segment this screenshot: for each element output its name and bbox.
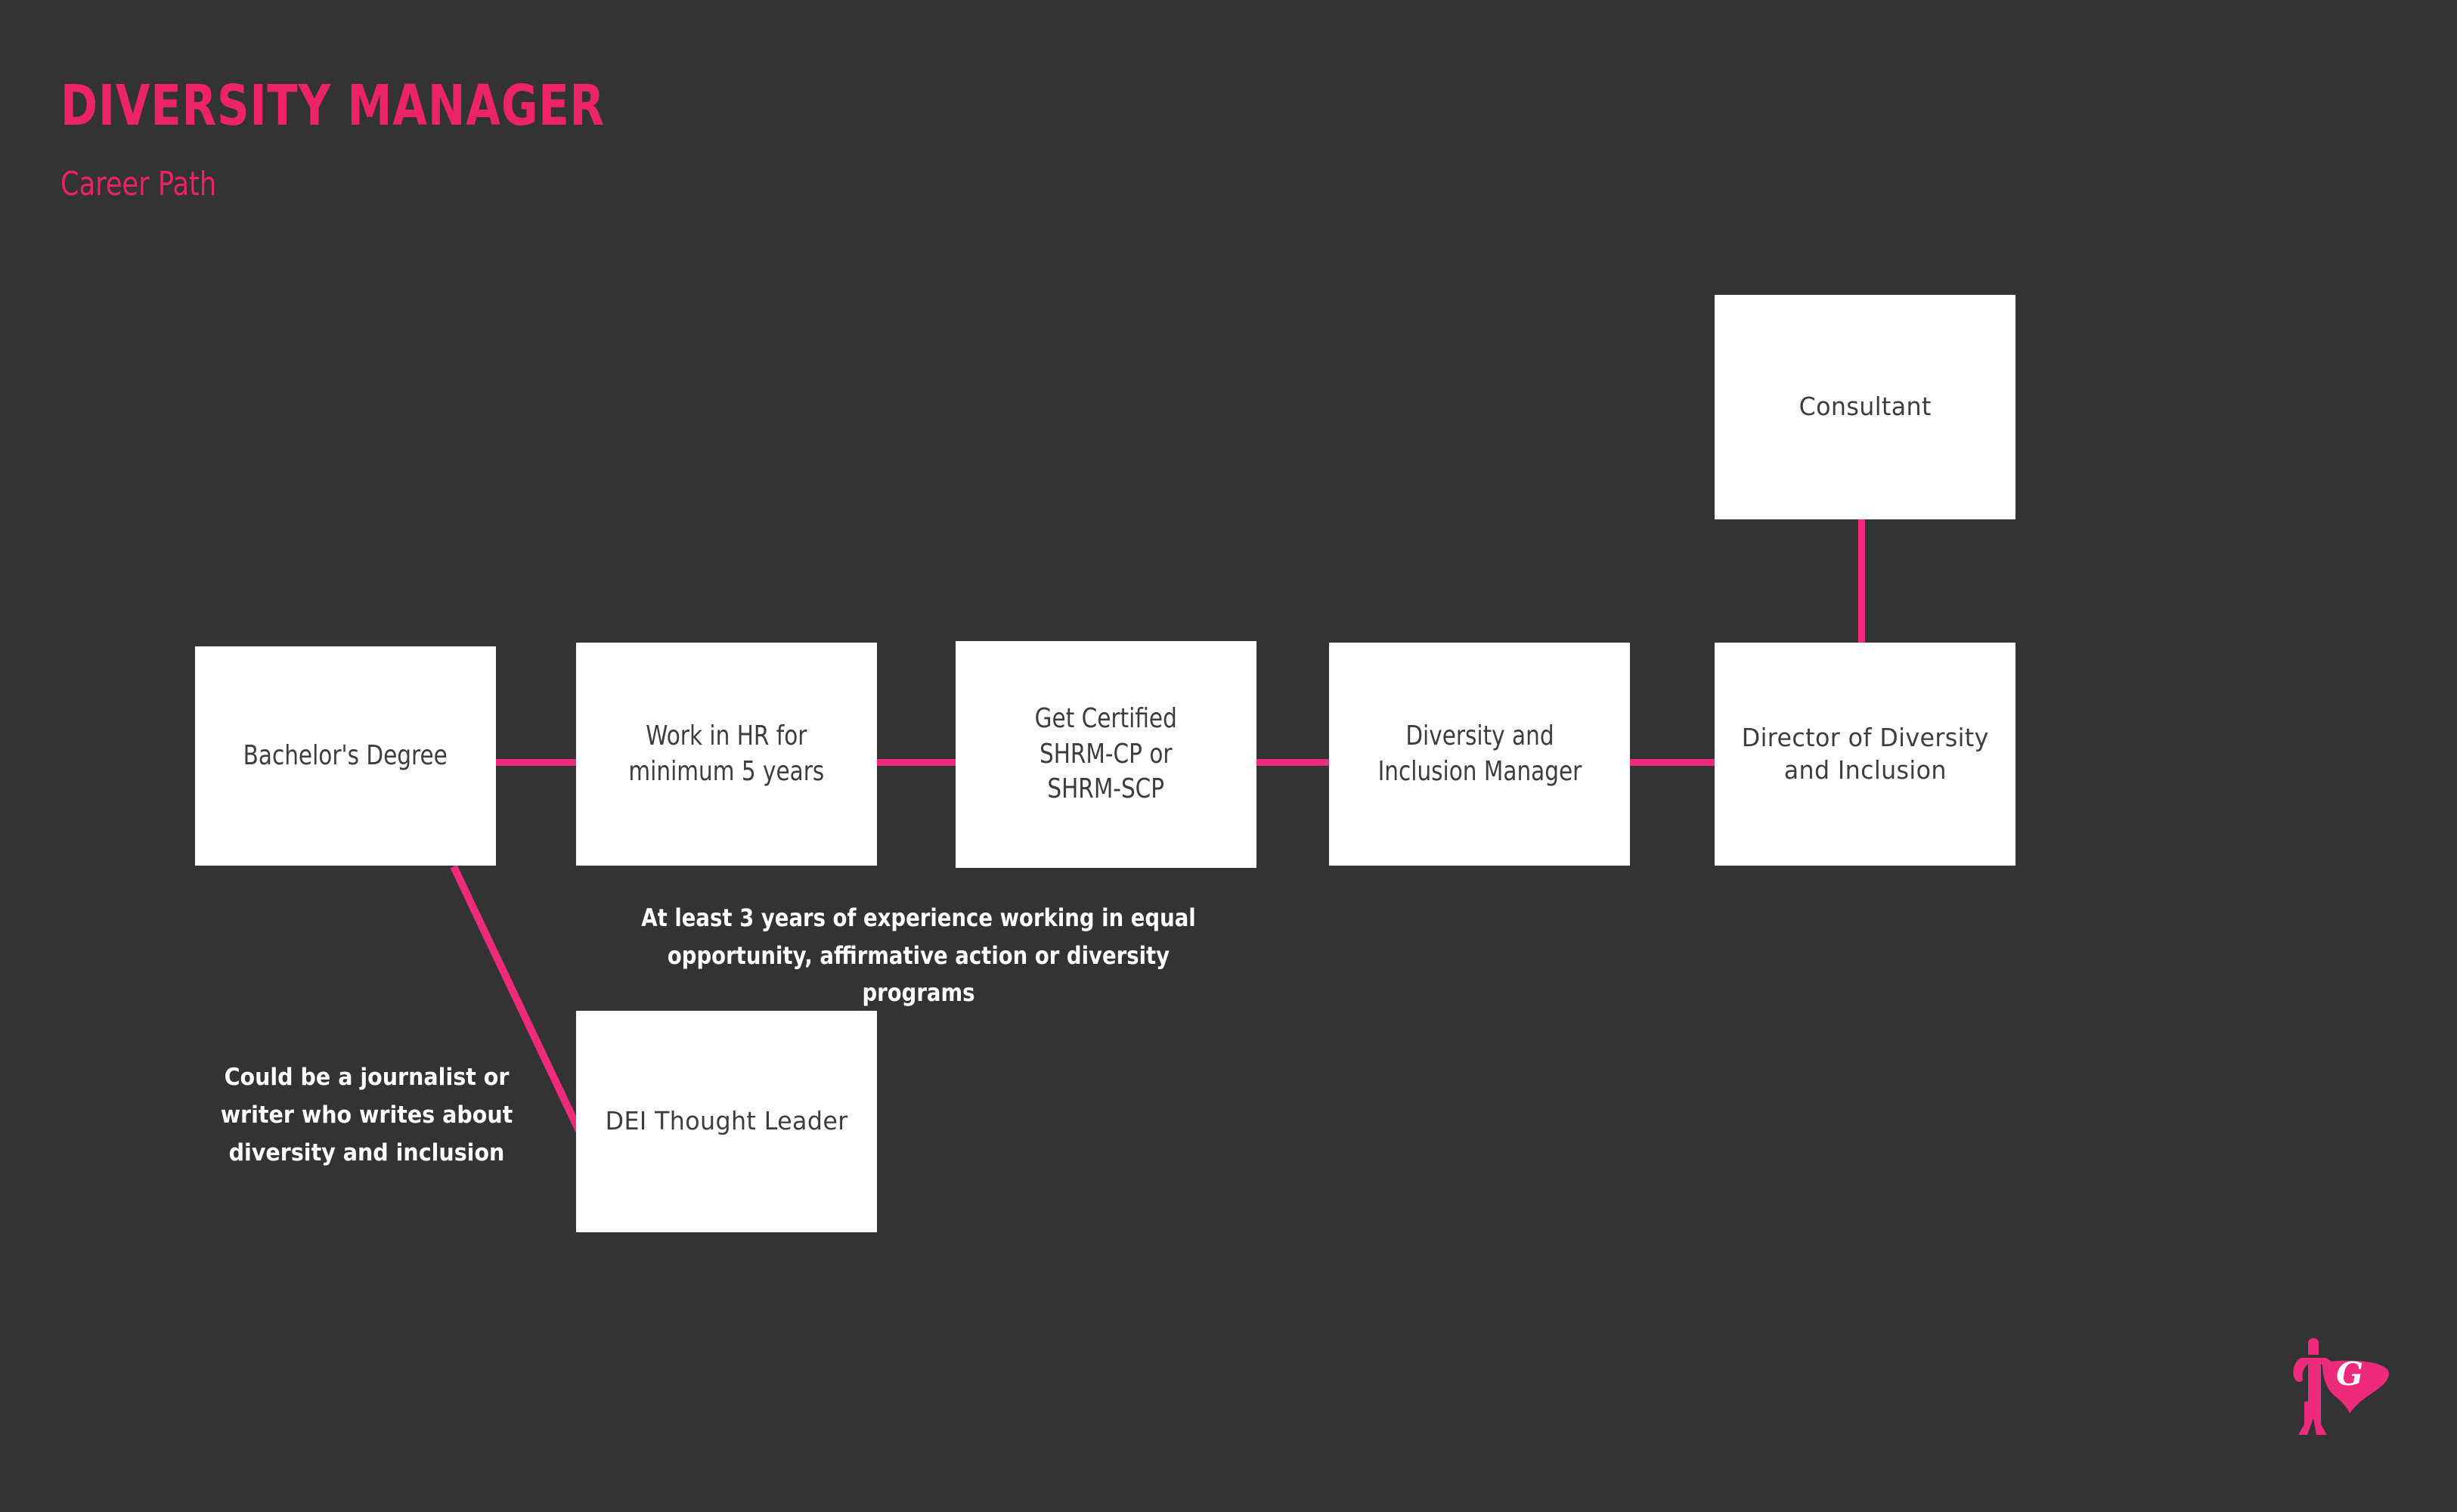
node-get-certified-label: Get Certified SHRM-CP or SHRM-SCP bbox=[1034, 702, 1178, 805]
node-work-in-hr-label: Work in HR for minimum 5 years bbox=[628, 720, 825, 787]
annotation-experience-requirement: At least 3 years of experience working i… bbox=[641, 903, 1196, 1008]
node-director-of-diversity[interactable]: Director of Diversity and Inclusion bbox=[1715, 643, 2015, 866]
node-consultant[interactable]: Consultant bbox=[1715, 295, 2015, 519]
node-work-in-hr[interactable]: Work in HR for minimum 5 years bbox=[576, 643, 877, 866]
superhero-g-logo: G bbox=[2293, 1338, 2390, 1435]
node-diversity-inclusion-manager-label: Diversity and Inclusion Manager bbox=[1377, 720, 1582, 787]
annotation-journalist-note: Could be a journalist or writer who writ… bbox=[220, 1064, 513, 1167]
page-title: DIVERSITY MANAGER bbox=[60, 73, 605, 138]
node-get-certified[interactable]: Get Certified SHRM-CP or SHRM-SCP bbox=[956, 641, 1256, 868]
page-subtitle: Career Path bbox=[60, 165, 217, 203]
node-diversity-inclusion-manager[interactable]: Diversity and Inclusion Manager bbox=[1329, 643, 1630, 866]
connector-manager-to-director bbox=[1542, 759, 1720, 766]
node-dei-thought-leader[interactable]: DEI Thought Leader bbox=[576, 1011, 877, 1232]
connector-workhr-to-certified bbox=[869, 759, 962, 766]
node-director-of-diversity-label: Director of Diversity and Inclusion bbox=[1741, 722, 1989, 785]
node-dei-thought-leader-label: DEI Thought Leader bbox=[605, 1106, 848, 1136]
connector-bachelors-to-workhr bbox=[491, 759, 581, 766]
connector-certified-to-manager bbox=[1247, 759, 1329, 766]
node-bachelors-degree[interactable]: Bachelor's Degree bbox=[195, 646, 496, 866]
logo-letter: G bbox=[2336, 1356, 2363, 1393]
connector-consultant-to-director bbox=[1858, 516, 1865, 648]
node-bachelors-degree-label: Bachelor's Degree bbox=[243, 739, 448, 771]
node-consultant-label: Consultant bbox=[1799, 392, 1932, 422]
